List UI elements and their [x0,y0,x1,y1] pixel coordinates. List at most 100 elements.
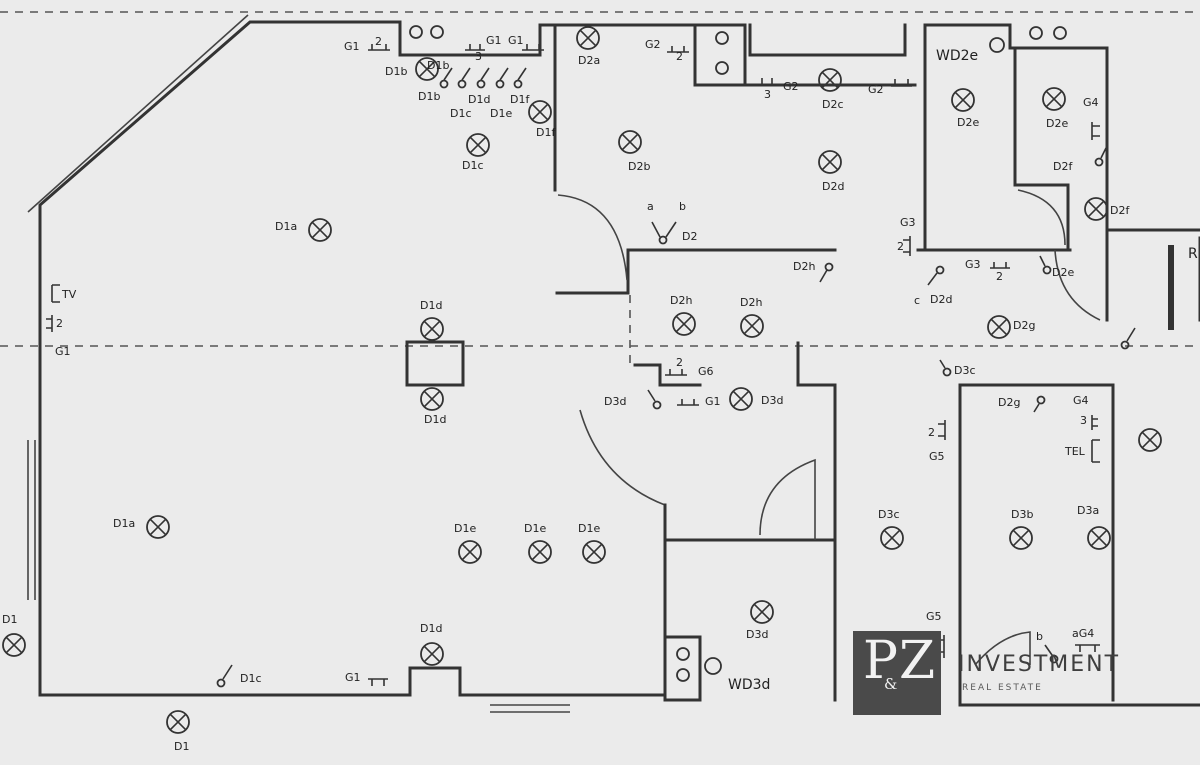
kitchen-island [405,340,465,387]
light-fixture-icon: D1f [528,100,556,139]
fixture-label: D1 [174,740,189,753]
outer-wall-bottom-left [38,666,667,697]
label-d2d-switch: D2d [930,293,952,306]
label-socket-3a: 3 [475,50,482,63]
label-g5a: G5 [929,450,945,463]
label-a: a [647,200,654,213]
light-fixture-icon: D1d [420,622,444,666]
light-fixture-icon: D1 [2,613,26,657]
light-fixture-icon: D3d [729,387,783,411]
label-wd3d: WD3d [728,677,770,693]
fixture-label: D1c [462,159,484,172]
fixture-label: D1e [454,522,476,535]
logo-ampersand: & [884,675,898,693]
label-d1b-switch: D1b [418,90,440,103]
wall-d2h-right [796,341,837,702]
fixture-label: D1d [420,622,442,635]
label-socket-2a: 2 [375,35,382,48]
label-d3d-switch: D3d [604,395,626,408]
light-fixture-icon: D3b [1009,508,1033,550]
label-d2f-switch: D2f [1053,160,1073,173]
label-c: c [914,294,920,307]
fixture-label: D1 [2,613,17,626]
label-d3c-switch: D3c [954,364,976,377]
light-fixture-icon: D2c [818,68,844,111]
fixture-label: D2g [1013,319,1035,332]
fixture-label: D3d [746,628,768,641]
light-fixture-icon: D2d [818,150,844,193]
label-g2c: G2 [868,83,884,96]
light-fixture-icon: D1a [113,515,170,539]
label-socket-2b: 2 [676,50,683,63]
label-g1b: G1 [486,34,502,47]
fixture-label: D3b [1011,508,1033,521]
light-fixture-icon: D2e [951,88,979,129]
light-fixture-icon: D1e [524,522,552,564]
sockets-top [409,25,1067,682]
label-g6: G6 [698,365,714,378]
label-g5b: G5 [926,610,942,623]
wall-upper-right [693,23,917,87]
fixture-label: D2f [1110,204,1130,217]
label-socket-2e: 2 [996,270,1003,283]
window-west [27,440,36,600]
light-fixture-icon: D1e [578,522,606,564]
fixture-label: D1e [524,522,546,535]
wall-bath-inner [1013,46,1070,252]
light-fixture-icon: D3d [746,600,774,641]
light-fixture-icon: D1e [454,522,482,564]
light-fixture-icon [1138,428,1162,452]
door-closet [759,458,816,540]
fixture-label: D3a [1077,504,1099,517]
label-g1d: G1 [55,345,71,358]
label-socket-2f: 2 [928,426,935,439]
fixture-label: D3d [761,394,783,407]
outer-wall-west [38,20,557,697]
label-g1c: G1 [508,34,524,47]
label-g2a: G2 [645,38,661,51]
label-b: b [679,200,686,213]
fixture-label: D1e [578,522,600,535]
switch-cluster-d1 [216,67,1136,688]
wall-east [1105,228,1200,322]
label-d1d-switch: D1d [468,93,490,106]
label-socket-3b: 3 [764,88,771,101]
brand-name: INVESTMENT [958,652,1121,677]
label-g3a: G3 [900,216,916,229]
logo-letter-z: Z [899,631,936,691]
door-d2b [557,194,628,281]
labels: G1 G1 G1 G1 G1 G1 G2 G2 G2 G3 G3 G4 G4 a… [55,34,1198,693]
label-d1c-switch: D1c [450,107,472,120]
wall-closet [663,503,837,702]
outlet-symbols [46,44,1100,686]
label-g3b: G3 [965,258,981,271]
fixture-label: D2b [628,160,650,173]
label-g1a: G1 [344,40,360,53]
outer-wall-west-inner [27,14,249,213]
fixture-label: D2e [1046,117,1068,130]
light-fixture-icon: D2b [618,130,650,173]
label-d2e-switch: D2e [1052,266,1074,279]
fixture-label: D1d [420,299,442,312]
fixture-label: D2c [822,98,844,111]
label-d2g-switch: D2g [998,396,1020,409]
label-wd2e: WD2e [936,48,978,64]
light-fixture-icon: D1c [462,133,490,172]
door-bath [1017,189,1066,246]
light-fixture-icon: D3a [1077,504,1111,550]
fixture-label: D1a [275,220,297,233]
label-d1b: D1b [385,65,407,78]
label-g2b: G2 [783,80,799,93]
label-g4b: G4 [1073,394,1089,407]
light-fixture-icon: D1a [275,218,332,242]
label-b-bottom: b [1036,630,1043,643]
fixture-label: D2d [822,180,844,193]
label-tv: TV [61,288,77,301]
fixture-label: D1d [424,413,446,426]
label-socket-2h: 2 [676,356,683,369]
label-r: R [1188,246,1198,262]
light-fixture-icon: D3c [878,508,904,550]
wall-d3d-left [633,363,702,387]
